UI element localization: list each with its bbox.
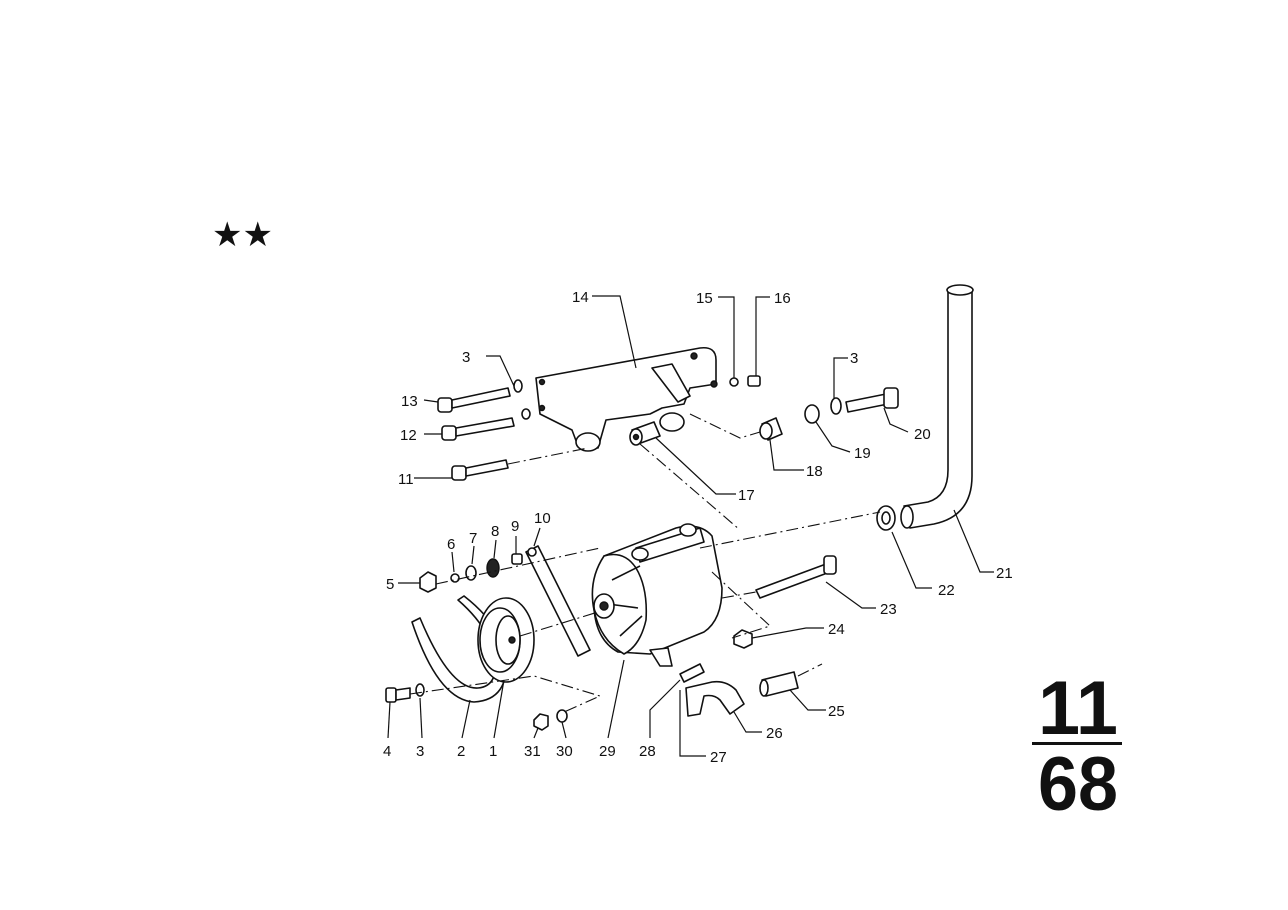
hose-21	[900, 284, 974, 529]
bushing-17	[629, 421, 661, 446]
mounting-bracket	[535, 346, 718, 452]
washer-30	[556, 709, 568, 723]
callout-25: 25	[828, 703, 845, 720]
bolt-12	[441, 417, 515, 441]
pulley-1	[477, 597, 535, 683]
nut-24	[733, 629, 753, 649]
tension-bar-10	[525, 545, 591, 657]
washer-3-upper	[513, 379, 523, 393]
hose-25	[759, 671, 799, 697]
nut-5	[419, 571, 437, 593]
clamp-22	[876, 505, 896, 531]
bushing-18	[759, 417, 783, 441]
washer-3-right	[830, 397, 842, 415]
callout-20: 20	[914, 426, 931, 443]
callout-6: 6	[447, 536, 455, 553]
callout-7: 7	[469, 530, 477, 547]
callout-19: 19	[854, 445, 871, 462]
callout-13: 13	[401, 393, 418, 410]
callout-4: 4	[383, 743, 391, 760]
group-fraction: 11 68	[1032, 666, 1122, 827]
bolt-11	[451, 459, 509, 481]
callout-27: 27	[710, 749, 727, 766]
vacuum-pump-body	[591, 523, 723, 667]
spacer-9	[511, 553, 523, 565]
bolt-4	[385, 687, 411, 703]
nut-31	[533, 713, 549, 731]
callout-29: 29	[599, 743, 616, 760]
double-star-mark: ★★	[212, 215, 273, 255]
elbow-27-26	[685, 680, 745, 717]
callout-8: 8	[491, 523, 499, 540]
bolt-20	[845, 387, 899, 413]
callout-17: 17	[738, 487, 755, 504]
callout-3-upper: 3	[462, 349, 470, 366]
leader-lines	[387, 295, 994, 757]
callout-10: 10	[534, 510, 551, 527]
washer-7	[465, 565, 477, 581]
callout-5: 5	[386, 576, 394, 593]
callout-26: 26	[766, 725, 783, 742]
callout-2: 2	[457, 743, 465, 760]
screw-16	[747, 375, 761, 387]
callout-18: 18	[806, 463, 823, 480]
callout-9: 9	[511, 518, 519, 535]
assembly-center-lines	[409, 413, 881, 713]
callout-30: 30	[556, 743, 573, 760]
washer-3-lower	[415, 683, 425, 697]
bolt-13	[437, 387, 511, 413]
spring-8	[486, 558, 500, 578]
bolt-23	[755, 555, 837, 599]
washer-3-mid	[521, 408, 531, 420]
fitting-28	[679, 663, 705, 683]
washer-19	[804, 404, 820, 424]
group-number: 11	[1038, 666, 1118, 751]
callout-14: 14	[572, 289, 589, 306]
callout-11: 11	[398, 471, 414, 488]
callout-12: 12	[400, 427, 417, 444]
callout-24: 24	[828, 621, 845, 638]
callout-28: 28	[639, 743, 656, 760]
callout-15: 15	[696, 290, 713, 307]
callout-3-right: 3	[850, 350, 858, 367]
callout-1: 1	[489, 743, 497, 760]
callout-21: 21	[996, 565, 1013, 582]
callout-23: 23	[880, 601, 897, 618]
callout-labels: 1 2 3 3 3 4 5 6 7 8 9 10 11 12 13 14 15 …	[383, 289, 1013, 766]
sub-group-number: 68	[1038, 742, 1118, 827]
fraction-bar	[1032, 742, 1122, 745]
callout-3-lower: 3	[416, 743, 424, 760]
callout-22: 22	[938, 582, 955, 599]
callout-31: 31	[524, 743, 541, 760]
washer-15	[729, 377, 739, 387]
callout-16: 16	[774, 290, 791, 307]
